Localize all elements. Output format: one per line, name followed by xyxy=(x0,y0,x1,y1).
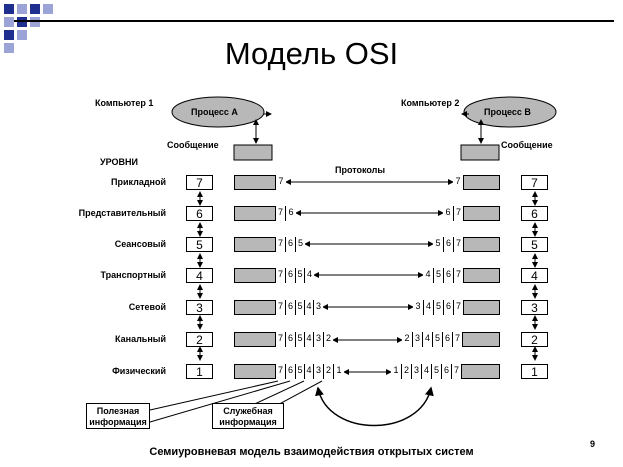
level-name: Представительный xyxy=(78,208,166,218)
level-name: Транспортный xyxy=(100,270,166,280)
logo-squares xyxy=(4,4,53,53)
pdu-right: 7 xyxy=(453,175,500,190)
level-number-right: 7 xyxy=(521,175,548,190)
level-number-right: 2 xyxy=(521,332,548,347)
level-number-left: 3 xyxy=(186,300,213,315)
process-a-label: Процесс А xyxy=(191,107,238,117)
protocols-label: Протоколы xyxy=(335,165,386,175)
level-number-right: 5 xyxy=(521,237,548,252)
level-name: Сетевой xyxy=(128,302,166,312)
levels-heading: УРОВНИ xyxy=(100,157,138,167)
pdu-left: 7 xyxy=(234,175,286,190)
computer-1-label: Компьютер 1 xyxy=(95,98,154,108)
computer-2-label: Компьютер 2 xyxy=(401,98,460,108)
level-number-left: 4 xyxy=(186,268,213,283)
message-1-label: Сообщение xyxy=(167,140,219,150)
level-number-left: 7 xyxy=(186,175,213,190)
message-2-label: Сообщение xyxy=(501,140,553,150)
level-number-left: 2 xyxy=(186,332,213,347)
callout-service: Служебная информация xyxy=(212,403,284,429)
callout-payload: Полезная информация xyxy=(86,403,150,429)
level-number-left: 5 xyxy=(186,237,213,252)
level-number-left: 1 xyxy=(186,364,213,379)
level-number-left: 6 xyxy=(186,206,213,221)
slide-title: Модель OSI xyxy=(224,36,399,71)
level-number-right: 6 xyxy=(521,206,548,221)
logo-rule xyxy=(14,20,614,22)
page-number: 9 xyxy=(589,439,595,449)
caption: Семиуровневая модель взаимодействия откр… xyxy=(149,446,474,458)
process-b-label: Процесс В xyxy=(484,107,531,117)
level-name: Физический xyxy=(112,366,166,376)
level-name: Сеансовый xyxy=(114,239,166,249)
level-number-right: 4 xyxy=(521,268,548,283)
level-number-right: 1 xyxy=(521,364,548,379)
level-name: Канальный xyxy=(115,334,166,344)
level-name: Прикладной xyxy=(110,177,166,187)
level-number-right: 3 xyxy=(521,300,548,315)
